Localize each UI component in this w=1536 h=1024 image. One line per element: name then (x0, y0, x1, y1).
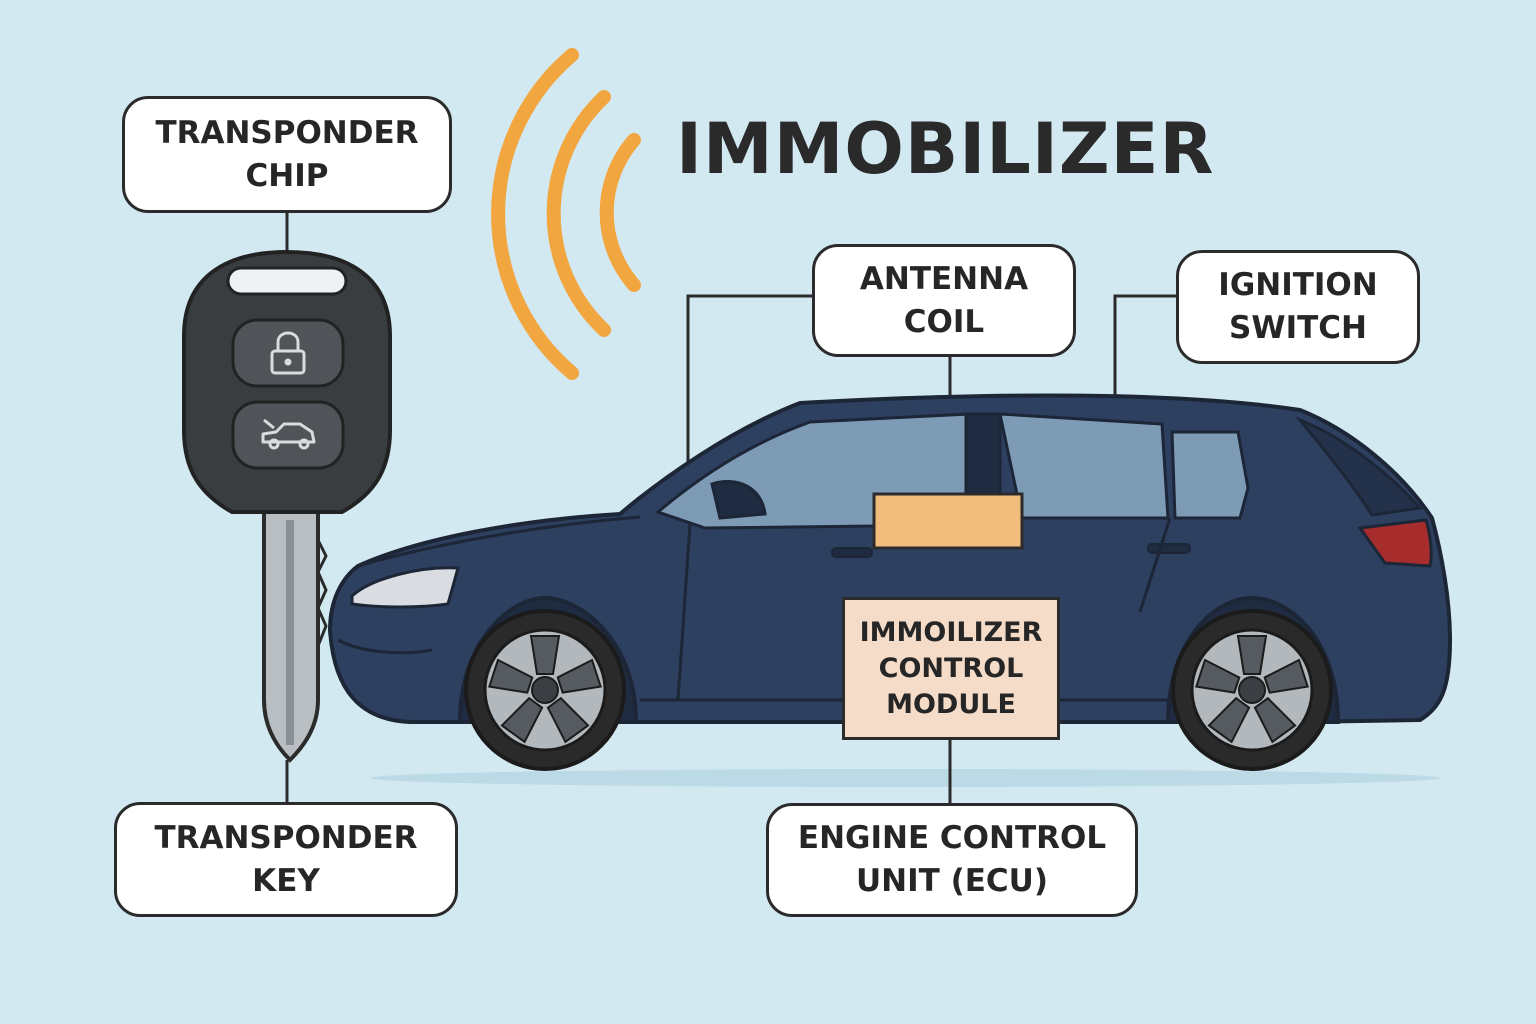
label-line: ENGINE CONTROL (797, 820, 1107, 856)
ecu-label: ENGINE CONTROL UNIT (ECU) (766, 803, 1138, 917)
rear-glass (1295, 416, 1423, 517)
rear-window (1170, 430, 1250, 520)
lock-icon (270, 331, 306, 375)
ground-shadow (370, 769, 1440, 787)
label-line: COIL (903, 303, 985, 340)
rear-door-line (1138, 517, 1172, 613)
ignition-switch-label: IGNITION SWITCH (1176, 250, 1420, 364)
label-line: KEY (252, 862, 320, 899)
rear-door-handle (1147, 543, 1191, 554)
key-cuts (316, 539, 328, 647)
label-line: IMMOILIZER (859, 616, 1043, 648)
car (328, 393, 1452, 771)
transponder-chip-label: TRANSPONDER CHIP (122, 96, 452, 213)
hood-line (357, 515, 641, 568)
antenna-coil-box (872, 492, 1024, 550)
label-line: CHIP (245, 157, 329, 194)
front-door-handle (831, 547, 873, 558)
headlight (350, 566, 460, 609)
tail-light (1357, 518, 1433, 568)
label-line: TRANSPONDER (155, 114, 419, 151)
label-line: IGNITION (1218, 267, 1378, 303)
lock-button[interactable] (231, 318, 345, 388)
antenna-coil-label: ANTENNA COIL (812, 244, 1076, 357)
label-line: CONTROL (878, 652, 1024, 684)
transponder-key (182, 249, 392, 763)
trunk-button[interactable] (231, 400, 345, 470)
transponder-key-label: TRANSPONDER KEY (114, 802, 458, 917)
rear-door-window (998, 412, 1170, 520)
page-title: IMMOBILIZER (676, 108, 1215, 190)
front-wheel (464, 609, 626, 771)
label-line: UNIT (ECU) (855, 863, 1049, 899)
key-ring-slot (226, 266, 348, 296)
grille (337, 638, 433, 655)
label-line: SWITCH (1229, 310, 1367, 346)
label-line: ANTENNA (859, 260, 1029, 297)
car-trunk-icon (261, 418, 316, 450)
front-door-line (676, 523, 692, 701)
side-mirror (710, 480, 767, 520)
label-line: TRANSPONDER (154, 819, 418, 856)
immobilizer-control-module: IMMOILIZER CONTROL MODULE (842, 597, 1060, 740)
label-line: MODULE (886, 688, 1016, 720)
rear-wheel (1171, 609, 1333, 771)
signal-waves-icon (491, 48, 641, 380)
